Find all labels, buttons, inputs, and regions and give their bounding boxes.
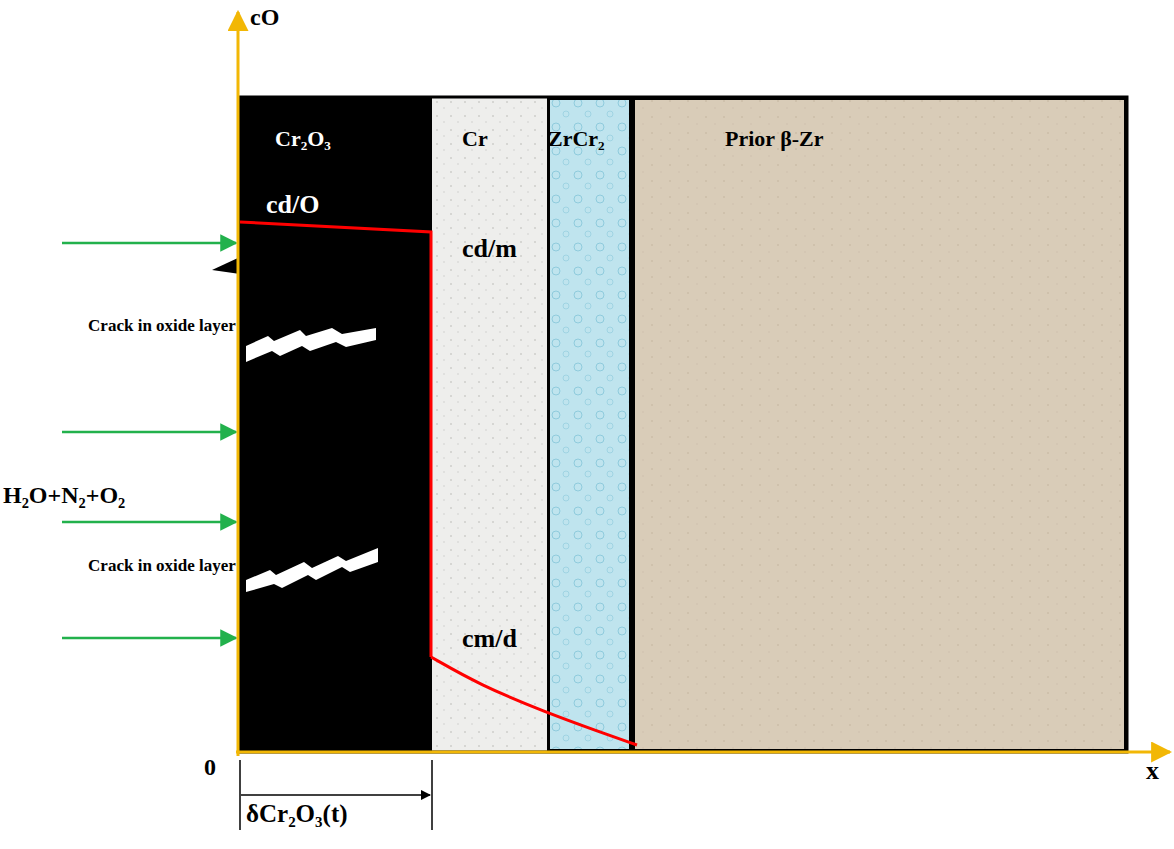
dimension-tick bbox=[239, 760, 241, 830]
concentration-profile bbox=[431, 657, 637, 745]
concentration-label: cd/m bbox=[462, 234, 517, 264]
layer-name: Prior β-Zr bbox=[725, 127, 824, 151]
crack-note: Crack in oxide layer bbox=[86, 556, 238, 576]
concentration-label: cm/d bbox=[462, 624, 517, 654]
intermetallic-layer-band: ZrCr₂ bbox=[547, 97, 632, 752]
crack-symbol bbox=[246, 548, 378, 592]
layer-name: ZrCr₂ bbox=[548, 127, 605, 151]
frame bbox=[239, 97, 1127, 752]
atmosphere-label: H₂O+N₂+O₂ bbox=[3, 482, 125, 510]
texture bbox=[635, 100, 1124, 749]
chromium-layer-band: Cr bbox=[432, 97, 547, 752]
texture bbox=[550, 100, 629, 749]
crack-symbol bbox=[212, 257, 240, 274]
layer-name: Cr bbox=[462, 127, 488, 151]
origin-label: 0 bbox=[204, 754, 216, 782]
axis-label: x bbox=[1146, 756, 1159, 786]
axis-label: cO bbox=[250, 4, 279, 32]
axis-line bbox=[236, 751, 1170, 754]
flux-arrow bbox=[62, 521, 236, 524]
flux-arrow bbox=[62, 242, 236, 245]
dimension-line bbox=[241, 794, 430, 796]
concentration-label: cd/O bbox=[266, 190, 319, 220]
flux-arrow bbox=[62, 637, 236, 640]
layer-name: Cr₂O₃ bbox=[275, 127, 331, 151]
concentration-profile bbox=[240, 222, 431, 657]
axis-line bbox=[237, 12, 240, 756]
flux-arrow bbox=[62, 431, 236, 434]
crack-symbol bbox=[246, 328, 376, 362]
dimension-tick bbox=[431, 760, 433, 830]
zirconium-substrate-band: Prior β-Zr bbox=[632, 97, 1127, 752]
crack-note: Crack in oxide layer bbox=[86, 316, 238, 336]
thickness-dimension: δCr₂O₃(t) bbox=[246, 800, 348, 829]
texture bbox=[433, 98, 546, 751]
